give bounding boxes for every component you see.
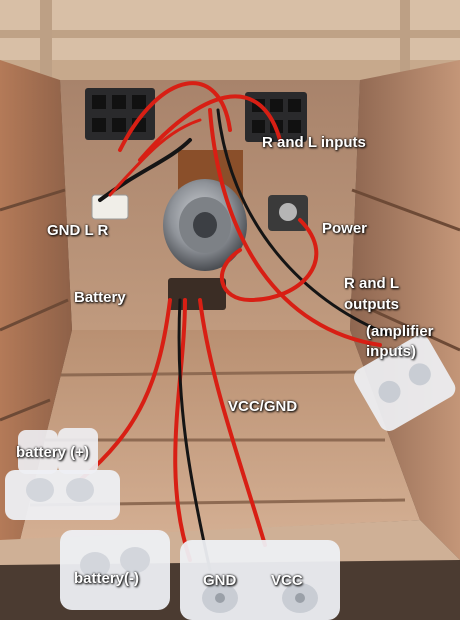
label-battery: Battery [74,289,126,306]
battery-minus-terminal [60,530,170,610]
label-r-and-l-outputs-1: R and L [344,275,399,292]
label-battery-plus: battery (+) [16,444,89,461]
label-power: Power [322,220,368,237]
label-amplifier-2: inputs) [366,343,416,360]
battery-header [168,278,226,310]
left-input-jack [85,88,155,140]
label-amplifier-1: (amplifier [366,323,434,340]
gnd-l-r-header [91,194,129,220]
label-battery-minus: battery(-) [74,570,140,587]
label-r-and-l-outputs-2: outputs [344,296,399,313]
gnd-vcc-terminal [180,540,340,620]
amplifier-terminal-block [354,335,456,431]
label-vcc-gnd: VCC/GND [228,398,298,415]
wires [78,81,392,572]
power-switch [268,195,308,231]
label-gnd: GND [203,572,237,589]
label-r-and-l-inputs: R and L inputs [262,134,366,151]
label-vcc: VCC [271,572,303,589]
box-right-wall [350,60,460,560]
label-gnd-l-r: GND L R [47,222,109,239]
box-left-wall [0,60,72,540]
battery-plus-terminal [5,428,120,520]
